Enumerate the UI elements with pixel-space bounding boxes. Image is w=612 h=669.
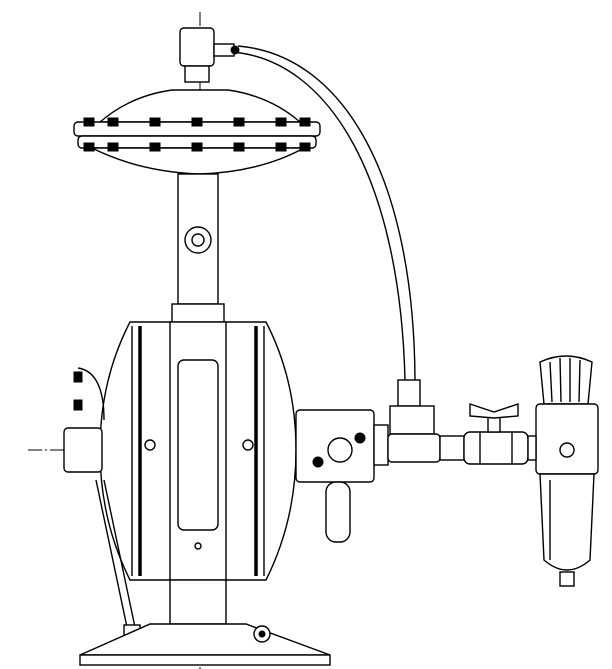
gauge-icon xyxy=(184,226,212,254)
base-stand xyxy=(79,579,331,666)
regulator-knob xyxy=(539,355,593,405)
ball-valve xyxy=(463,403,529,465)
filter-bowl xyxy=(539,473,595,571)
diaphragm-housing xyxy=(73,89,321,175)
tee-fitting xyxy=(387,379,465,463)
air-tube xyxy=(231,45,416,381)
positioner-block xyxy=(295,409,389,543)
stem-column xyxy=(171,173,225,323)
filter-regulator xyxy=(527,355,599,587)
actuator-body xyxy=(99,321,297,581)
top-cylinder xyxy=(179,27,240,83)
bolt-row xyxy=(83,117,311,152)
